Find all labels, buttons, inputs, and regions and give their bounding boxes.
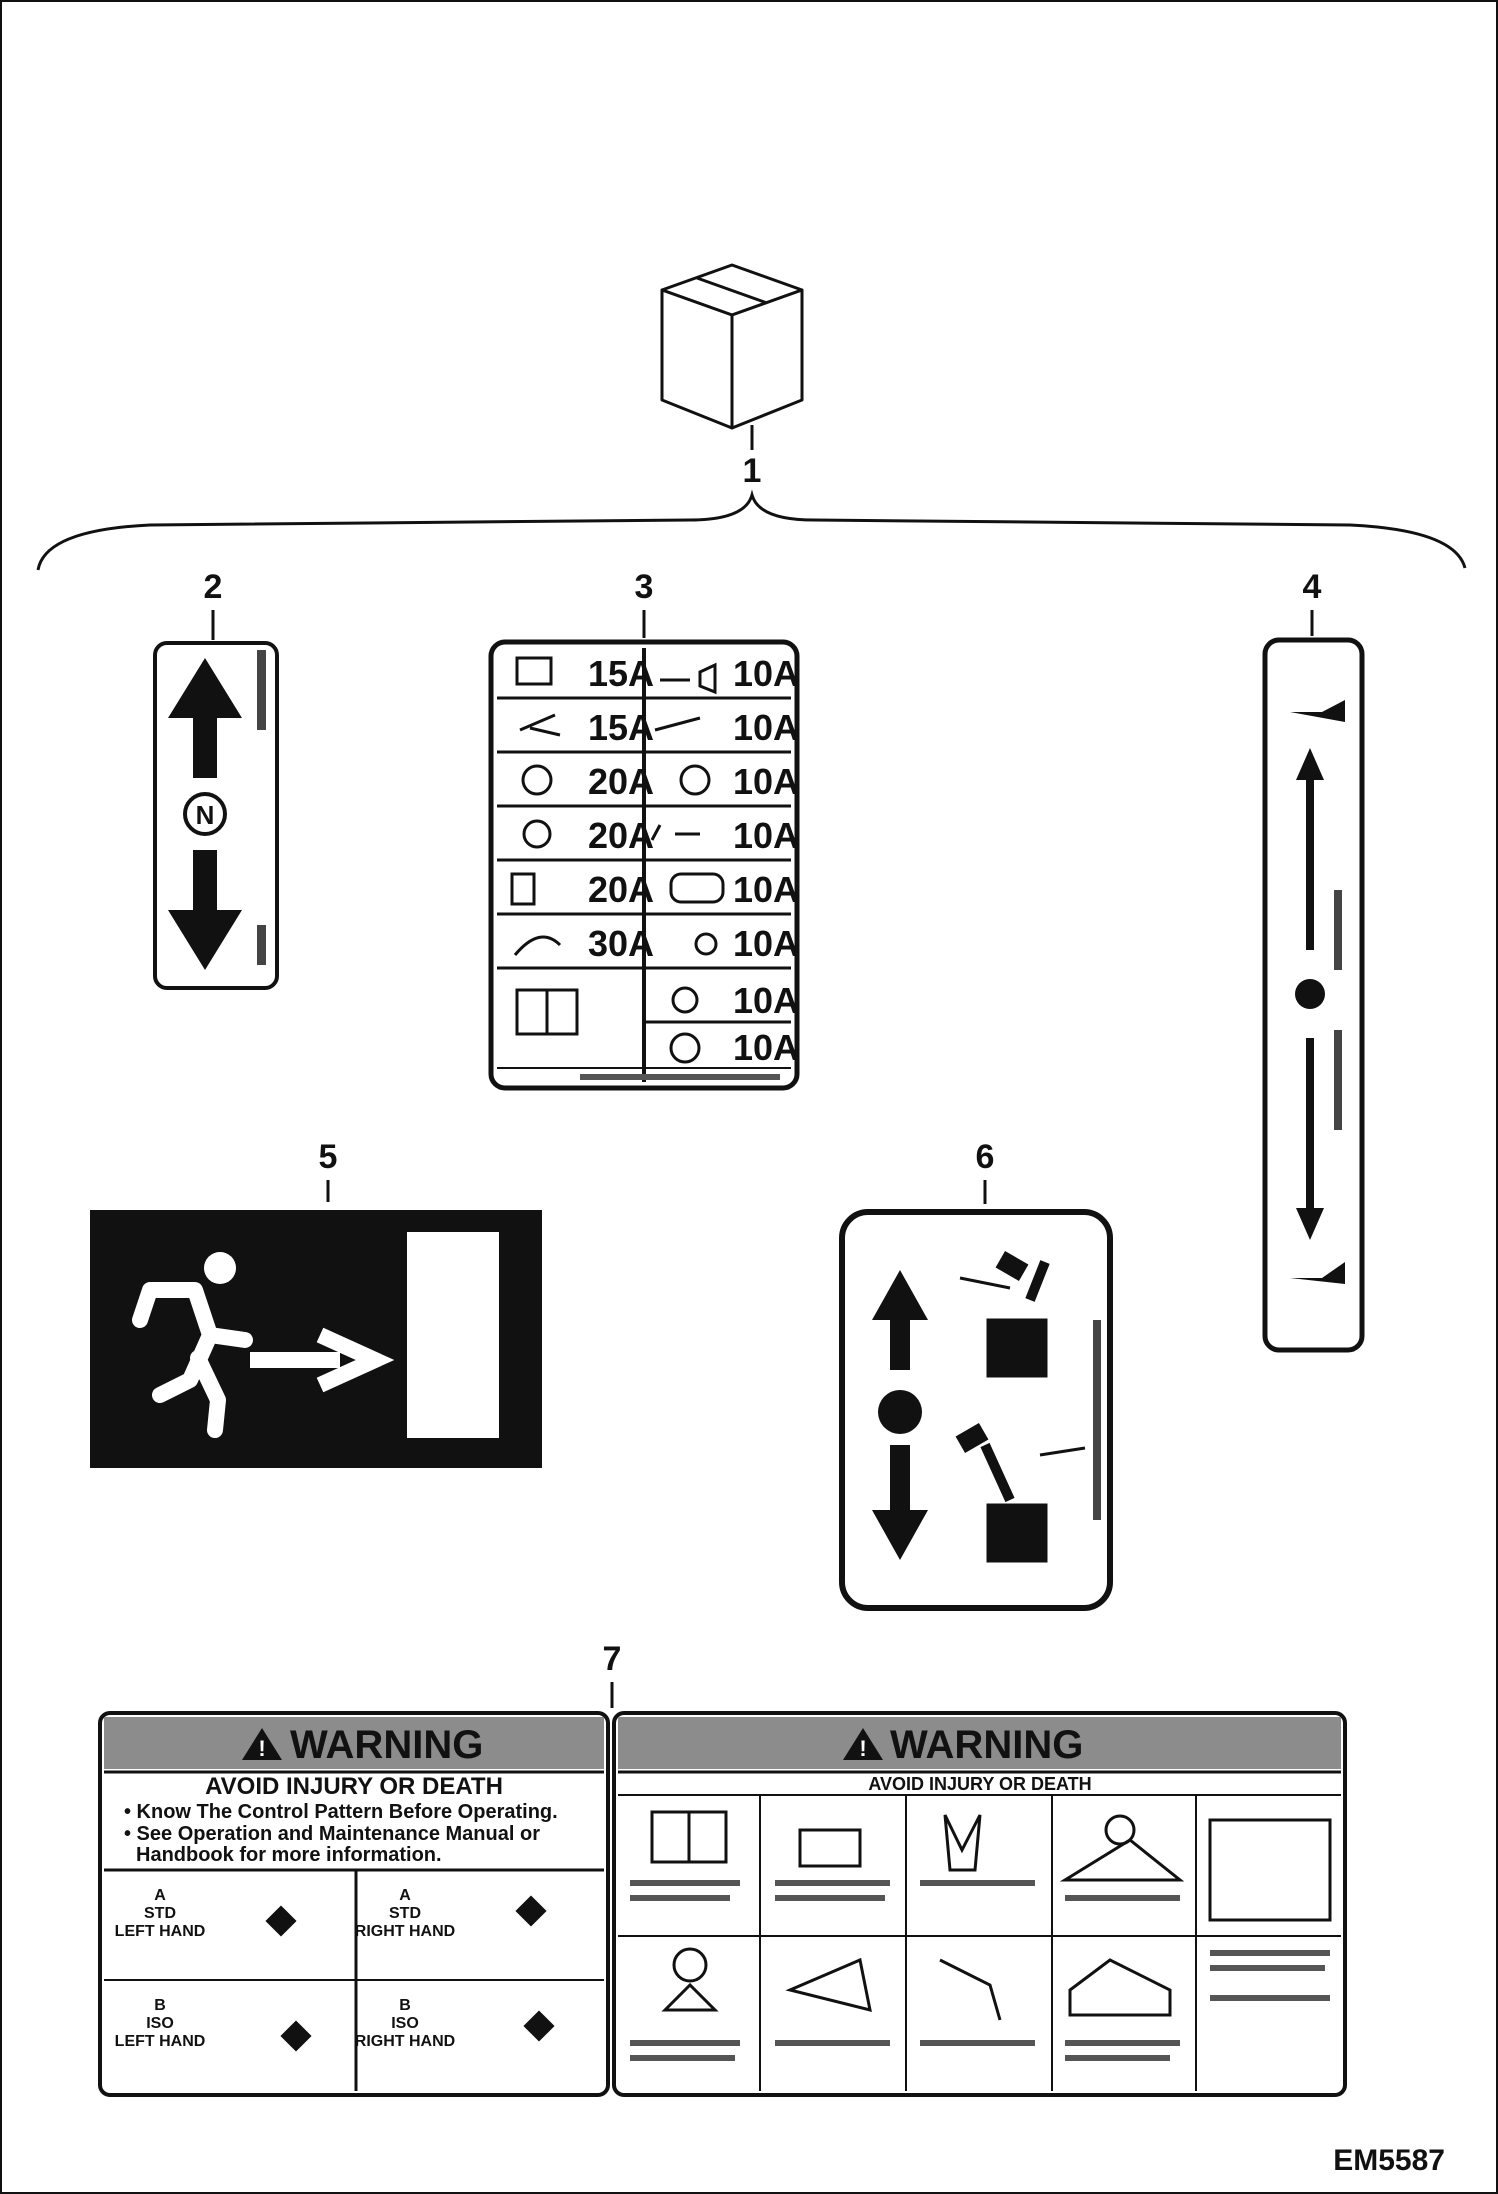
beacon-horn-icon: [660, 662, 717, 695]
callout-1: 1: [743, 452, 762, 490]
callout-3: 3: [635, 568, 654, 606]
warning-triangle-icon-large: [843, 1728, 883, 1760]
tracks-icon-bottom: [986, 1503, 1048, 1563]
neutral-dot-icon: [878, 1390, 922, 1434]
warning-triangle-icon: [242, 1728, 282, 1760]
pattern-b-right-type: ISO: [391, 2015, 419, 2032]
ignition-alt-icon: [669, 1032, 701, 1064]
pedal-icon-top: [1290, 700, 1345, 722]
heater-icon: [522, 819, 552, 849]
reverse-arrow-icon: [1039, 1446, 1086, 1457]
pattern-a-right-hand: RIGHT HAND: [355, 1923, 455, 1940]
warning-small-bullet-3: Handbook for more information.: [136, 1844, 442, 1866]
fuse-left-amp-2: 15A: [588, 707, 654, 748]
figure-id: EM5587: [1333, 2144, 1445, 2177]
warning-small-bullet-1: • Know The Control Pattern Before Operat…: [124, 1801, 558, 1823]
warning-small-bullet-2: • See Operation and Maintenance Manual o…: [124, 1823, 540, 1845]
fuse-left-amp-1: 15A: [588, 653, 654, 694]
control-pattern-warning-decal: ! WARNING AVOID INJURY OR DEATH • Know T…: [98, 1711, 610, 2097]
running-person-icon: [204, 1252, 236, 1284]
callout-4: 4: [1303, 568, 1322, 606]
fuse-left-amp-6: 30A: [588, 923, 654, 964]
fuse-right-amp-8: 10A: [733, 1027, 799, 1068]
svg-text:N: N: [196, 800, 215, 830]
callout-6: 6: [976, 1138, 995, 1176]
callout-7: 7: [603, 1640, 622, 1678]
pedal-icon-bottom: [1290, 1262, 1345, 1284]
fuse-right-amp-2: 10A: [733, 707, 799, 748]
fuse-decal: 15A 15A 20A 20A 20A 30A 10A 10A 10A 10A …: [488, 639, 800, 1091]
pattern-b-left-hand: LEFT HAND: [115, 2033, 206, 2050]
pattern-b-left-type: ISO: [146, 2015, 174, 2032]
monitor-icon: [669, 872, 725, 904]
callout-5: 5: [319, 1138, 338, 1176]
exit-door-icon: [407, 1232, 499, 1438]
warning-small-subtitle: AVOID INJURY OR DEATH: [205, 1773, 503, 1800]
attachment-icon: [654, 716, 701, 732]
pattern-a-left-letter: A: [154, 1887, 166, 1904]
travel-pedal-decal: [1262, 637, 1365, 1353]
display-icon: [515, 656, 553, 686]
neutral-arrow-decal: N: [153, 641, 279, 990]
travel-direction-decal: [839, 1209, 1113, 1611]
fuse-left-amp-5: 20A: [588, 869, 654, 910]
pattern-b-left-letter: B: [154, 1997, 166, 2014]
warning-large-title: WARNING: [890, 1723, 1083, 1767]
wiper-icon: [679, 764, 711, 796]
fuse-left-amp-3: 20A: [588, 761, 654, 802]
safety-pictograms: [650, 1810, 1332, 2021]
pattern-b-right-letter: B: [399, 1997, 411, 2014]
fuse-right-amp-1: 10A: [733, 653, 799, 694]
fuse-right-amp-3: 10A: [733, 761, 799, 802]
exit-arrow-icon: [250, 1327, 395, 1393]
joystick-icon: [519, 713, 561, 737]
fuse-left-amp-4: 20A: [588, 815, 654, 856]
pattern-a-right-letter: A: [399, 1887, 411, 1904]
fuse-right-amp-7: 10A: [733, 980, 799, 1021]
warning-large-subtitle: AVOID INJURY OR DEATH: [868, 1774, 1091, 1794]
horn-icon: [694, 932, 718, 956]
fuse-right-amp-4: 10A: [733, 815, 799, 856]
warning-small-title: WARNING: [290, 1723, 483, 1767]
grouping-brace: [36, 489, 1467, 571]
fan-icon: [521, 764, 553, 796]
neutral-n-icon: [1295, 979, 1325, 1009]
pattern-a-left-hand: LEFT HAND: [115, 1923, 206, 1940]
pattern-a-left-type: STD: [144, 1905, 176, 1922]
ignition-icon: [671, 986, 699, 1014]
callout-2: 2: [204, 568, 223, 606]
pattern-b-right-hand: RIGHT HAND: [355, 2033, 455, 2050]
fuse-right-amp-5: 10A: [733, 869, 799, 910]
forward-arrow-icon: [959, 1276, 1011, 1290]
general-safety-warning-decal: ! WARNING AVOID INJURY OR DEATH: [612, 1711, 1347, 2097]
svg-text:!: !: [859, 1736, 866, 1761]
work-light-icon: [513, 935, 562, 956]
emergency-exit-decal: [90, 1210, 542, 1468]
fuel-pump-icon: [510, 872, 536, 906]
tracks-icon-top: [986, 1318, 1048, 1378]
fuse-right-amp-6: 10A: [733, 923, 799, 964]
kit-box-icon: [660, 263, 804, 430]
radio-fan-icon: [650, 824, 700, 841]
pattern-a-right-type: STD: [389, 1905, 421, 1922]
svg-text:!: !: [258, 1736, 265, 1761]
